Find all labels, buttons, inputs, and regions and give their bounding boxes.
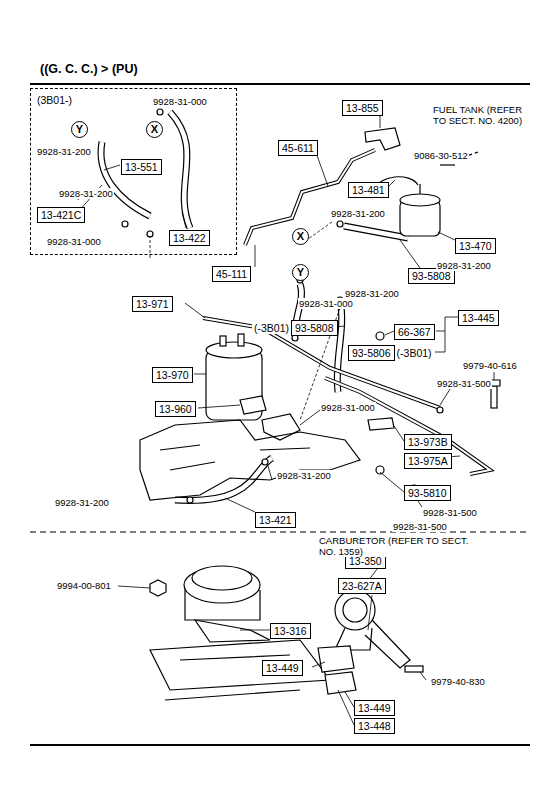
- part-number: 45-111: [212, 266, 251, 282]
- part-number-box: 13-481: [348, 182, 389, 198]
- part-number: 13-855: [342, 100, 383, 116]
- part-number-label: 9928-31-200: [330, 208, 386, 219]
- circled-letter: Y: [292, 264, 309, 281]
- part-number: 13-470: [455, 238, 496, 254]
- part-number-box: 13-551: [121, 159, 162, 175]
- part-number-box: 13-971: [132, 296, 173, 312]
- part-number-box: 13-421: [255, 512, 296, 528]
- reference-letter: X: [151, 123, 158, 135]
- part-number-box: 45-111: [212, 266, 251, 282]
- variant-region: (3B01-) Y X 13-551 13-421C 13-422: [30, 88, 237, 255]
- part-number: 13-551: [121, 159, 162, 175]
- circled-letter: X: [146, 121, 163, 138]
- part-number-label: 9928-31-200: [58, 188, 114, 199]
- part-number: 45-611: [278, 140, 318, 156]
- part-number: 23-627A: [338, 578, 386, 594]
- part-number-label: 9928-31-000: [46, 236, 102, 247]
- part-number: 66-367: [394, 324, 435, 340]
- part-number-label: 9994-00-801: [56, 580, 112, 591]
- page-title: ((G. C. C.) > (PU): [40, 62, 138, 76]
- part-number-box: 13-445: [458, 310, 499, 326]
- part-number-box: 93-5810: [404, 485, 451, 501]
- part-number-box: 23-627A: [338, 578, 386, 594]
- part-number-label: 9928-31-000: [152, 96, 208, 107]
- part-number: 13-449: [262, 660, 303, 676]
- part-number-box: 13-449: [354, 700, 395, 716]
- part-number-label: 9928-31-000: [298, 298, 354, 309]
- parts: [122, 109, 500, 700]
- part-number-label: 9928-31-200: [276, 470, 332, 481]
- part-number: 13-449: [354, 700, 395, 716]
- reference-letter: X: [297, 230, 304, 242]
- part-number-label: 9928-31-200: [36, 146, 92, 157]
- part-number-box: 66-367: [394, 324, 435, 340]
- part-number: 13-448: [354, 718, 395, 734]
- variant-note: (-3B01): [252, 322, 291, 334]
- part-number-label: 9928-31-200: [54, 497, 110, 508]
- part-number: 93-5806: [348, 345, 395, 361]
- part-number: 93-5810: [404, 485, 451, 501]
- part-number-box: 13-448: [354, 718, 395, 734]
- part-number: 13-481: [348, 182, 389, 198]
- part-number: 13-971: [132, 296, 173, 312]
- part-number-box: 13-855: [342, 100, 383, 116]
- part-number-box: 13-449: [262, 660, 303, 676]
- part-number-box: 13-973B: [404, 434, 452, 450]
- part-number-box: 13-421C: [37, 207, 85, 223]
- part-number-box: (-3B01)93-5808: [252, 320, 338, 336]
- hoses: [101, 112, 490, 500]
- part-number-label: 9928-31-500: [422, 507, 478, 518]
- leader-lines: [78, 113, 494, 725]
- part-number-label: 9928-31-500: [392, 521, 448, 532]
- part-number-box: 13-960: [155, 401, 196, 417]
- part-number-box: 13-970: [152, 367, 193, 383]
- variant-note: (-3B01): [395, 347, 434, 359]
- part-number: 13-970: [152, 367, 193, 383]
- part-number-label: 9086-30-512: [413, 150, 469, 161]
- part-number-label: 9928-31-000: [320, 402, 376, 413]
- part-number-label: 9979-40-830: [430, 676, 486, 687]
- part-number: 13-421: [255, 512, 296, 528]
- circled-letter: X: [292, 228, 309, 245]
- part-number-label: 9928-31-200: [436, 260, 492, 271]
- part-number: 13-421C: [37, 207, 85, 223]
- part-number: 13-422: [169, 230, 210, 246]
- part-number: 13-316: [270, 623, 311, 639]
- reference-note: FUEL TANK (REFER TO SECT. NO. 4200): [432, 104, 526, 126]
- reference-letter: Y: [76, 123, 83, 135]
- part-number: (3B01-): [37, 94, 72, 106]
- part-number-box: 13-316: [270, 623, 311, 639]
- part-number: 13-975A: [404, 453, 452, 469]
- part-number-label: 9928-31-500: [436, 378, 492, 389]
- part-number-box: 13-422: [169, 230, 210, 246]
- part-number-box: 13-470: [455, 238, 496, 254]
- part-number: 13-445: [458, 310, 499, 326]
- part-number-box: 93-5806(-3B01): [348, 345, 434, 361]
- part-number-box: 45-611: [278, 140, 318, 156]
- reference-letter: Y: [297, 266, 304, 278]
- part-number-label: 9979-40-616: [462, 360, 518, 371]
- part-number: 13-973B: [404, 434, 452, 450]
- part-number-box: 13-975A: [404, 453, 452, 469]
- part-number: 13-960: [155, 401, 196, 417]
- part-number: 93-5808: [291, 320, 338, 336]
- reference-note: CARBURETOR (REFER TO SECT. NO. 1359): [318, 535, 470, 557]
- circled-letter: Y: [71, 121, 88, 138]
